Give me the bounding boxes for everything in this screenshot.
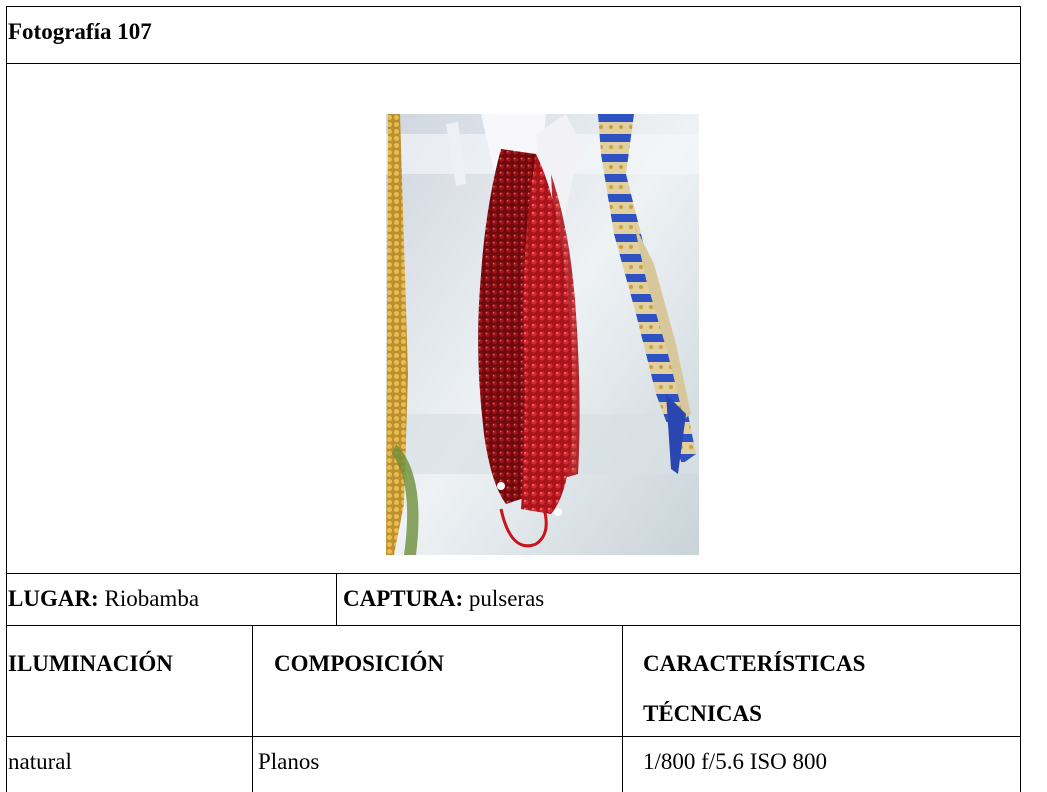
column-separator-2 (622, 625, 623, 792)
capture-label: CAPTURA: (343, 586, 464, 611)
place-row-separator (336, 573, 337, 625)
capture-cell: CAPTURA: pulseras (343, 587, 544, 610)
place-label: LUGAR: (8, 586, 99, 611)
value-caracteristicas: 1/800 f/5.6 ISO 800 (643, 749, 827, 774)
table-border-right (1020, 6, 1021, 792)
page-title: Fotografía 107 (8, 19, 152, 44)
header-composicion: COMPOSICIÓN (274, 651, 444, 676)
header-caracteristicas-line2: TÉCNICAS (643, 701, 762, 726)
title-row-divider (6, 63, 1021, 64)
table-border-top (6, 6, 1021, 7)
value-iluminacion: natural (8, 749, 72, 774)
header-row-divider (6, 736, 1021, 737)
place-value: Riobamba (104, 586, 200, 611)
bracelet-photo (386, 114, 699, 555)
header-iluminacion: ILUMINACIÓN (8, 651, 173, 676)
header-caracteristicas-line1: CARACTERÍSTICAS (643, 651, 866, 676)
place-row-divider (6, 625, 1021, 626)
table-border-left (6, 6, 7, 792)
capture-value: pulseras (468, 586, 545, 611)
photo-row-divider (6, 573, 1021, 574)
photo-record-table: Fotografía 107 (6, 6, 1021, 792)
column-separator-1 (252, 625, 253, 792)
bracelet-photo-graphic (386, 114, 699, 555)
place-cell: LUGAR: Riobamba (8, 587, 199, 610)
value-composicion: Planos (258, 749, 320, 774)
